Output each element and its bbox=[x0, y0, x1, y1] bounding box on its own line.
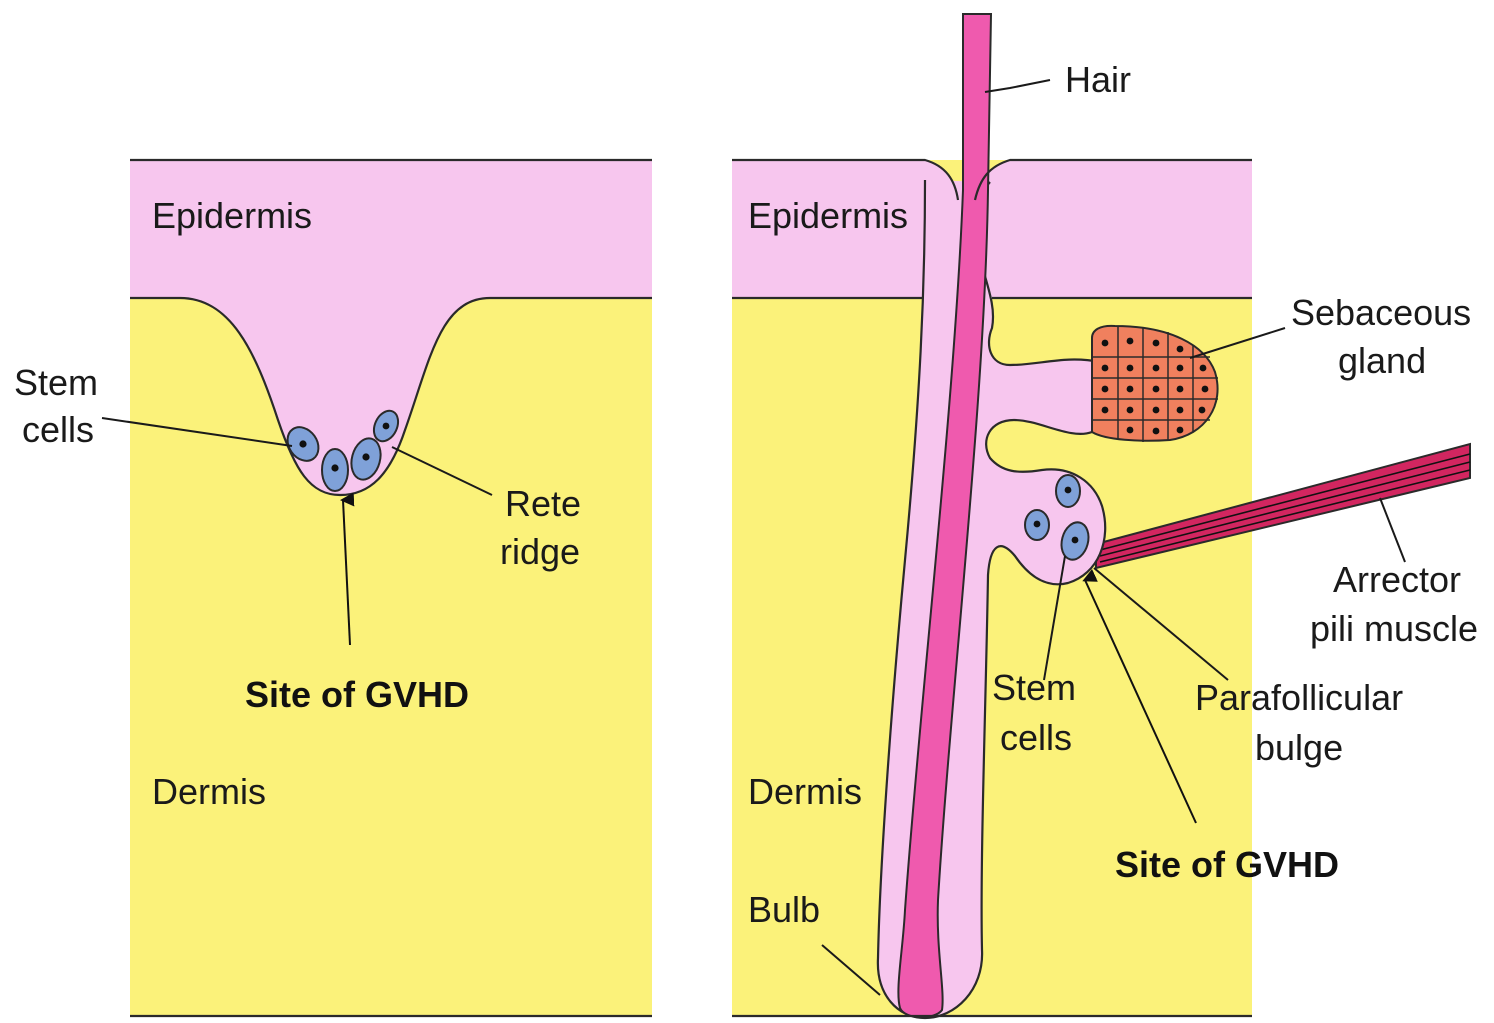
left-dermis-label: Dermis bbox=[152, 771, 266, 812]
left-panel: Epidermis Dermis Stem cells Rete ridge S… bbox=[14, 160, 652, 1016]
right-dermis-label: Dermis bbox=[748, 771, 862, 812]
bulge-label-line2: bulge bbox=[1255, 727, 1343, 768]
left-stem-cells-label-line1: Stem bbox=[14, 362, 98, 403]
arrector-leader bbox=[1380, 498, 1405, 562]
bulge-label-line1: Parafollicular bbox=[1195, 677, 1403, 718]
sebaceous-label-line1: Sebaceous bbox=[1291, 292, 1471, 333]
stem-cell bbox=[1025, 510, 1049, 540]
right-panel: Hair Epidermis Sebaceous gland Arrector … bbox=[732, 14, 1478, 1018]
right-stem-cells-label-line2: cells bbox=[1000, 717, 1072, 758]
sebaceous-label-line2: gland bbox=[1338, 340, 1426, 381]
right-stem-cells-label-line1: Stem bbox=[992, 667, 1076, 708]
left-rete-ridge-label-line1: Rete bbox=[505, 483, 581, 524]
left-gvhd-label: Site of GVHD bbox=[245, 674, 469, 715]
arrector-label-line1: Arrector bbox=[1333, 559, 1461, 600]
hair-leader bbox=[985, 80, 1050, 92]
right-epidermis-label: Epidermis bbox=[748, 195, 908, 236]
stem-cell bbox=[322, 449, 348, 491]
left-epidermis-label: Epidermis bbox=[152, 195, 312, 236]
arrector-label-line2: pili muscle bbox=[1310, 608, 1478, 649]
stem-cell bbox=[1056, 475, 1080, 507]
left-stem-cells-label-line2: cells bbox=[22, 409, 94, 450]
right-gvhd-label: Site of GVHD bbox=[1115, 844, 1339, 885]
hair-label: Hair bbox=[1065, 59, 1131, 100]
left-rete-ridge-label-line2: ridge bbox=[500, 531, 580, 572]
bulb-label: Bulb bbox=[748, 889, 820, 930]
